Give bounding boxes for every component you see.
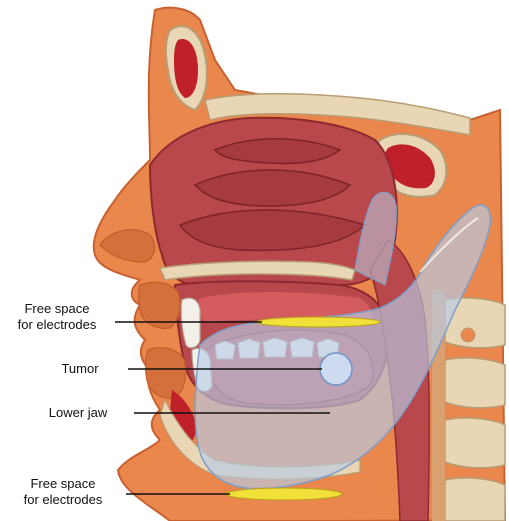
lower-electrode (226, 488, 342, 500)
lower-space-label-line1: Free space (8, 476, 118, 492)
upper-electrode (256, 317, 380, 327)
tumor-label: Tumor (40, 361, 120, 377)
lower-lip (146, 348, 186, 399)
upper-space-label: Free space for electrodes (2, 301, 112, 333)
vertebral-foramen (461, 328, 475, 342)
lower-jaw-label: Lower jaw (28, 405, 128, 421)
lower-space-label: Free space for electrodes (8, 476, 118, 508)
upper-space-label-line2: for electrodes (2, 317, 112, 333)
upper-space-label-line1: Free space (2, 301, 112, 317)
lower-space-label-line2: for electrodes (8, 492, 118, 508)
tumor-marker (320, 353, 352, 385)
